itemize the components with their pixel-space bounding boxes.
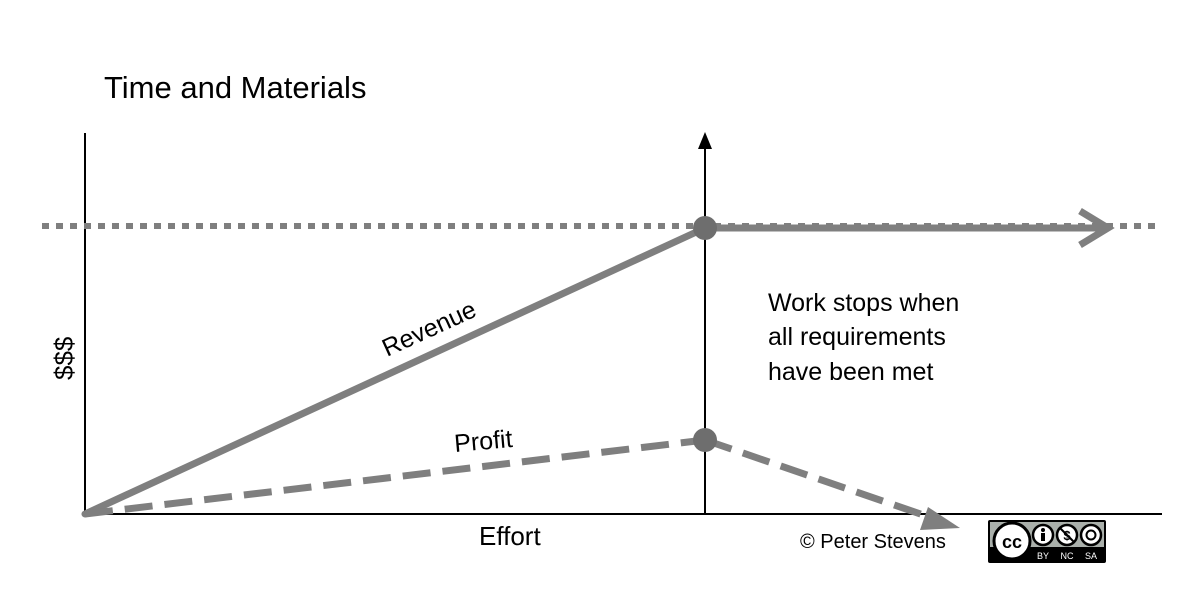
copyright-text: © Peter Stevens	[800, 531, 946, 553]
cc-license-badge: cc $ BY NC SA	[988, 520, 1106, 563]
x-axis-label: Effort	[479, 521, 541, 551]
profit-decline-line	[703, 436, 940, 524]
annotation-line-2: all requirements	[768, 323, 946, 351]
annotation-line-3: have been met	[768, 358, 933, 386]
annotation-line-1: Work stops when	[768, 289, 959, 317]
cc-icon	[992, 521, 1032, 561]
diagram-title: Time and Materials	[104, 70, 366, 105]
profit-label: Profit	[453, 425, 514, 458]
share-alike-icon	[1079, 523, 1103, 547]
profit-line	[84, 436, 706, 518]
y-axis-label: $$$	[49, 336, 79, 380]
profit-arrow-head	[920, 507, 960, 530]
badge-by-text: BY	[1037, 551, 1049, 561]
badge-nc-text: NC	[1061, 551, 1074, 561]
revenue-arrow-head	[1078, 208, 1115, 248]
cc-icon-label: cc	[1002, 532, 1022, 552]
profit-stop-dot	[693, 428, 717, 452]
badge-sa-text: SA	[1085, 551, 1097, 561]
completion-arrow-head	[698, 132, 712, 149]
revenue-line	[81, 224, 709, 518]
revenue-stop-dot	[693, 216, 717, 240]
